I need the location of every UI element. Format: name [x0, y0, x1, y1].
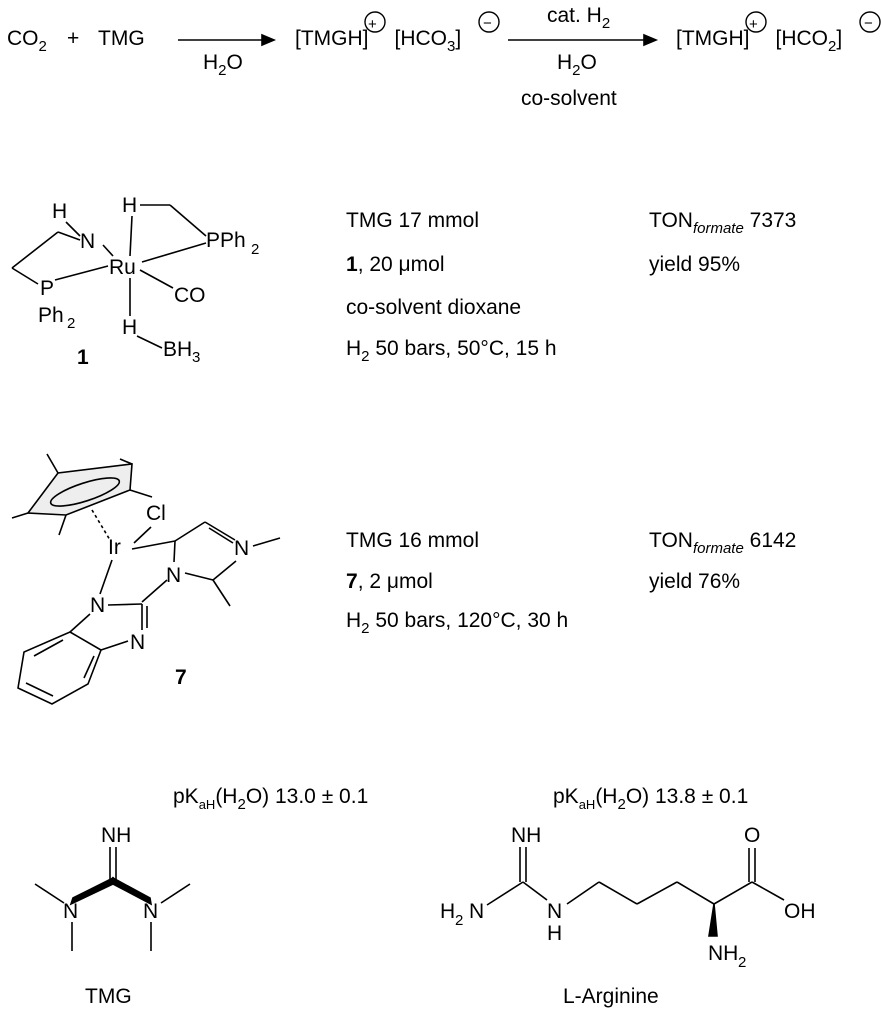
charge-minus-1: −: [478, 11, 500, 33]
cat1-yield: yield 95%: [649, 253, 741, 276]
svg-text:N: N: [130, 631, 145, 654]
svg-text:N: N: [469, 900, 484, 923]
cat1-ton: TONformate 7373: [649, 209, 797, 237]
svg-text:2: 2: [67, 315, 75, 332]
svg-text:N: N: [143, 900, 158, 923]
svg-text:NH: NH: [101, 824, 131, 847]
svg-text:3: 3: [192, 349, 200, 366]
svg-text:O: O: [744, 824, 760, 847]
bicarbonate-salt: [TMGH][HCO3]: [295, 27, 462, 55]
plus-sign: +: [67, 27, 80, 50]
charge-plus-1: +: [364, 11, 386, 33]
svg-text:H: H: [122, 194, 137, 217]
arginine-pka: pKaH(H2O) 13.8 ± 0.1: [553, 785, 749, 813]
charge-plus-2: +: [745, 11, 767, 33]
arrow2-catalyst: cat. H2: [547, 4, 611, 32]
formate-salt: [TMGH][HCO2]: [676, 27, 843, 55]
tmg-name: TMG: [85, 985, 132, 1008]
cat1-condition-tmg: TMG 17 mmol: [346, 209, 480, 232]
svg-text:OH: OH: [784, 900, 816, 923]
svg-text:2: 2: [455, 912, 463, 929]
svg-text:N: N: [166, 564, 181, 587]
cat7-yield: yield 76%: [649, 570, 741, 593]
cat7-condition-tmg: TMG 16 mmol: [346, 529, 480, 552]
tmg-pka: pKaH(H2O) 13.0 ± 0.1: [173, 785, 369, 813]
svg-text:2: 2: [251, 241, 259, 258]
svg-text:P: P: [40, 277, 54, 300]
svg-text:NH: NH: [511, 824, 541, 847]
svg-text:Ru: Ru: [109, 256, 136, 279]
svg-text:+: +: [368, 16, 377, 33]
arrow1-conditions: H2O: [203, 51, 243, 79]
reaction-arrow-1: [178, 33, 277, 47]
arginine-name: L-Arginine: [563, 985, 659, 1008]
arrow2-solvent: H2O: [557, 51, 597, 79]
cat1-condition-loading: 1, 20 μmol: [346, 253, 445, 276]
catalyst-7-structure: Cl Ir N N N N: [11, 453, 281, 705]
svg-text:−: −: [483, 15, 492, 32]
tmg-structure: NH N N: [34, 824, 191, 951]
co2-formula: CO2: [7, 27, 47, 55]
cat7-condition-loading: 7, 2 μmol: [346, 570, 433, 593]
svg-text:H: H: [440, 900, 455, 923]
svg-text:H: H: [122, 316, 137, 339]
cat7-condition-pressure: H2 50 bars, 120°C, 30 h: [346, 609, 569, 637]
svg-text:CO: CO: [174, 284, 206, 307]
svg-text:N: N: [90, 594, 105, 617]
svg-text:N: N: [234, 537, 249, 560]
svg-text:Ir: Ir: [108, 536, 121, 559]
tmg-reactant: TMG: [98, 27, 145, 50]
catalyst-1-label: 1: [77, 346, 89, 369]
svg-text:Cl: Cl: [146, 502, 166, 525]
cat1-condition-solvent: co-solvent dioxane: [346, 296, 522, 319]
reaction-arrow-2: [508, 33, 659, 47]
arrow2-cosolvent: co-solvent: [521, 87, 617, 110]
svg-text:+: +: [749, 16, 758, 33]
svg-text:Ph: Ph: [38, 304, 64, 327]
svg-text:H: H: [52, 200, 67, 223]
cat7-ton: TONformate 6142: [649, 529, 797, 557]
svg-text:NH: NH: [708, 942, 738, 965]
svg-text:BH: BH: [163, 338, 192, 361]
svg-text:2: 2: [738, 954, 746, 971]
cat1-condition-pressure: H2 50 bars, 50°C, 15 h: [346, 337, 557, 365]
svg-text:−: −: [864, 15, 873, 32]
svg-text:N: N: [80, 230, 95, 253]
catalyst-1-structure: H H N PPh 2 Ru P Ph 2 CO H BH 3: [11, 194, 259, 366]
svg-text:PPh: PPh: [206, 229, 246, 252]
svg-text:N: N: [63, 900, 78, 923]
svg-text:H: H: [547, 922, 562, 945]
catalyst-7-label: 7: [175, 666, 187, 689]
svg-text:N: N: [547, 900, 562, 923]
charge-minus-2: −: [859, 11, 881, 33]
arginine-structure: NH H 2 N N H OH O NH 2: [440, 824, 816, 971]
